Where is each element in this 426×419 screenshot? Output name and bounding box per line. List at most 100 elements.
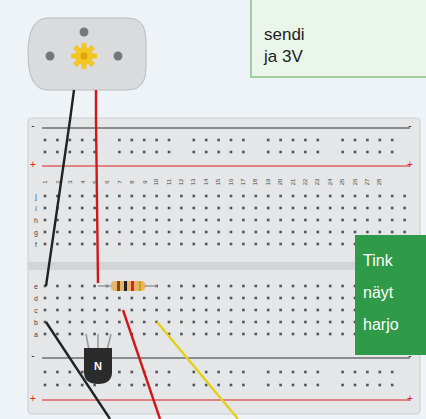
hole bbox=[180, 231, 183, 234]
hole bbox=[279, 243, 282, 246]
hole bbox=[267, 195, 270, 198]
hole bbox=[44, 231, 47, 234]
hole bbox=[292, 139, 295, 142]
resistor-band bbox=[124, 281, 127, 291]
wire-black bbox=[46, 322, 110, 419]
hole bbox=[230, 333, 233, 336]
hole bbox=[379, 231, 382, 234]
hole bbox=[242, 139, 245, 142]
hole bbox=[279, 309, 282, 312]
hole bbox=[304, 219, 307, 222]
hole bbox=[403, 207, 406, 210]
hole bbox=[341, 195, 344, 198]
hole bbox=[230, 297, 233, 300]
hole bbox=[230, 321, 233, 324]
rail-sign: + bbox=[407, 160, 413, 170]
hole bbox=[255, 309, 258, 312]
hole bbox=[341, 231, 344, 234]
hole bbox=[193, 333, 196, 336]
hole bbox=[143, 139, 146, 142]
transistor-leg bbox=[97, 334, 99, 350]
hole bbox=[143, 219, 146, 222]
hole bbox=[155, 384, 158, 387]
hole bbox=[168, 151, 171, 154]
hole bbox=[118, 309, 121, 312]
rail-sign: - bbox=[31, 121, 34, 131]
column-number: 2 bbox=[54, 180, 60, 183]
hole bbox=[143, 309, 146, 312]
hole bbox=[279, 195, 282, 198]
hole bbox=[93, 207, 96, 210]
hole bbox=[69, 384, 72, 387]
hole bbox=[341, 139, 344, 142]
hole bbox=[341, 151, 344, 154]
hole bbox=[341, 333, 344, 336]
hole bbox=[317, 219, 320, 222]
hole bbox=[279, 384, 282, 387]
hole bbox=[329, 321, 332, 324]
hole bbox=[93, 243, 96, 246]
hole bbox=[180, 321, 183, 324]
info-banner: Tink näyt harjo bbox=[355, 235, 426, 355]
hole bbox=[180, 297, 183, 300]
hole bbox=[193, 195, 196, 198]
hole bbox=[69, 219, 72, 222]
hole bbox=[242, 297, 245, 300]
hole bbox=[341, 297, 344, 300]
hole bbox=[118, 231, 121, 234]
column-number: 8 bbox=[129, 180, 135, 183]
hole bbox=[180, 243, 183, 246]
hole bbox=[255, 297, 258, 300]
hole bbox=[292, 309, 295, 312]
hole bbox=[292, 333, 295, 336]
hole bbox=[56, 231, 59, 234]
row-letter: c bbox=[34, 307, 38, 314]
hole bbox=[69, 333, 72, 336]
hole bbox=[366, 207, 369, 210]
hole bbox=[242, 243, 245, 246]
hole bbox=[292, 371, 295, 374]
hole bbox=[242, 285, 245, 288]
box-text: Tink näyt harjo bbox=[363, 245, 399, 341]
hole bbox=[93, 309, 96, 312]
motor-dot bbox=[114, 52, 123, 61]
hole bbox=[317, 309, 320, 312]
hole bbox=[180, 333, 183, 336]
hole bbox=[255, 207, 258, 210]
column-number: 5 bbox=[92, 180, 98, 183]
hole bbox=[44, 243, 47, 246]
hole bbox=[379, 207, 382, 210]
hole bbox=[155, 309, 158, 312]
column-number: 22 bbox=[302, 179, 308, 186]
hole bbox=[44, 139, 47, 142]
hole bbox=[205, 207, 208, 210]
hole bbox=[341, 285, 344, 288]
column-number: 6 bbox=[104, 180, 110, 183]
hole bbox=[69, 207, 72, 210]
hole bbox=[279, 207, 282, 210]
hole bbox=[44, 297, 47, 300]
hole bbox=[81, 297, 84, 300]
hole bbox=[118, 195, 121, 198]
hole bbox=[242, 207, 245, 210]
hole bbox=[379, 219, 382, 222]
hole bbox=[106, 207, 109, 210]
hole bbox=[354, 195, 357, 198]
row-letter: j bbox=[35, 193, 37, 200]
hole bbox=[106, 321, 109, 324]
hole bbox=[317, 195, 320, 198]
rail-sign: + bbox=[30, 160, 36, 170]
hole bbox=[279, 321, 282, 324]
hole bbox=[205, 231, 208, 234]
hole bbox=[242, 151, 245, 154]
wire-yellow bbox=[157, 322, 238, 419]
hole bbox=[193, 219, 196, 222]
hole bbox=[341, 207, 344, 210]
hole bbox=[379, 139, 382, 142]
hole bbox=[242, 384, 245, 387]
hole bbox=[193, 207, 196, 210]
hole bbox=[403, 219, 406, 222]
hole bbox=[379, 384, 382, 387]
hole bbox=[255, 333, 258, 336]
hole bbox=[230, 219, 233, 222]
